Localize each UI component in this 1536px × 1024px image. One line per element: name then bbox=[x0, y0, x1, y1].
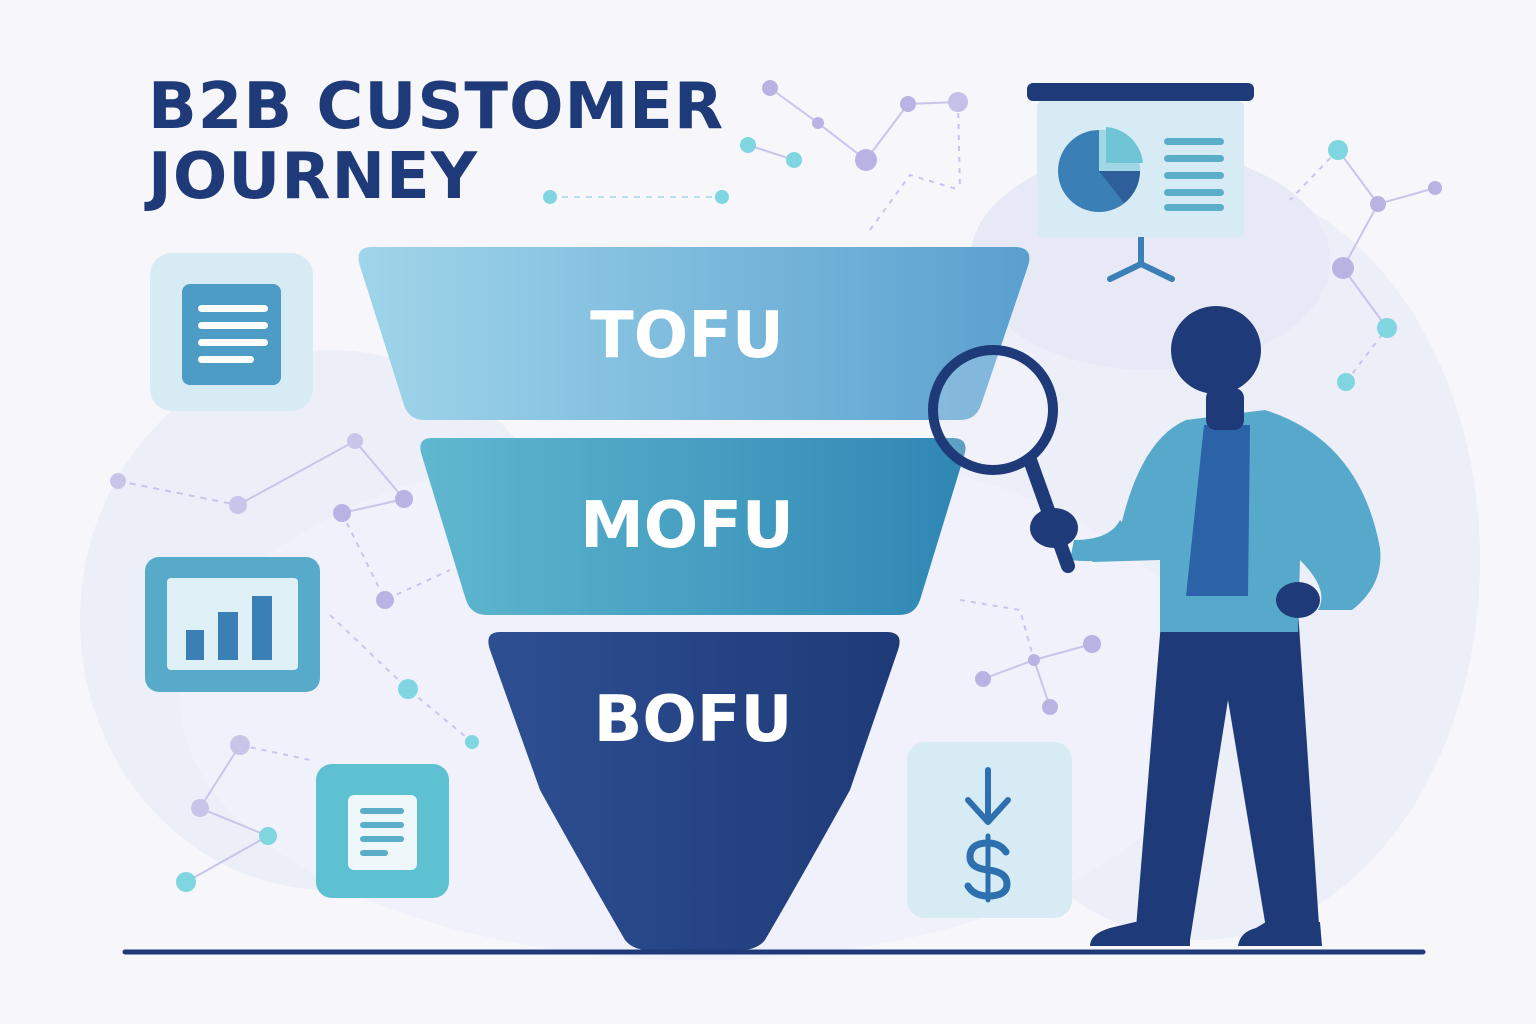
funnel-stage-tofu bbox=[358, 247, 1030, 420]
presentation-board-icon bbox=[1027, 83, 1254, 282]
page-title: B2B CUSTOMER JOURNEY bbox=[148, 72, 724, 212]
funnel bbox=[358, 247, 1030, 950]
magnifier-icon bbox=[928, 345, 1075, 573]
funnel-label-tofu: TOFU bbox=[590, 299, 784, 373]
report-icon bbox=[316, 764, 449, 898]
person-figure bbox=[1030, 306, 1381, 946]
page-title-line-2: JOURNEY bbox=[148, 140, 479, 214]
funnel-label-mofu: MOFU bbox=[580, 489, 794, 563]
funnel-labels: TOFU MOFU BOFU bbox=[580, 299, 794, 757]
bar-chart-icon bbox=[145, 557, 320, 692]
funnel-stage-mofu bbox=[420, 438, 966, 615]
network-nodes bbox=[110, 80, 1442, 892]
cost-down-dollar-icon bbox=[907, 742, 1072, 918]
document-icon bbox=[150, 253, 313, 411]
pie-chart-icon bbox=[1058, 127, 1143, 212]
funnel-stage-bofu bbox=[488, 632, 900, 950]
page-title-line-1: B2B CUSTOMER bbox=[148, 70, 725, 144]
funnel-label-bofu: BOFU bbox=[594, 683, 793, 757]
